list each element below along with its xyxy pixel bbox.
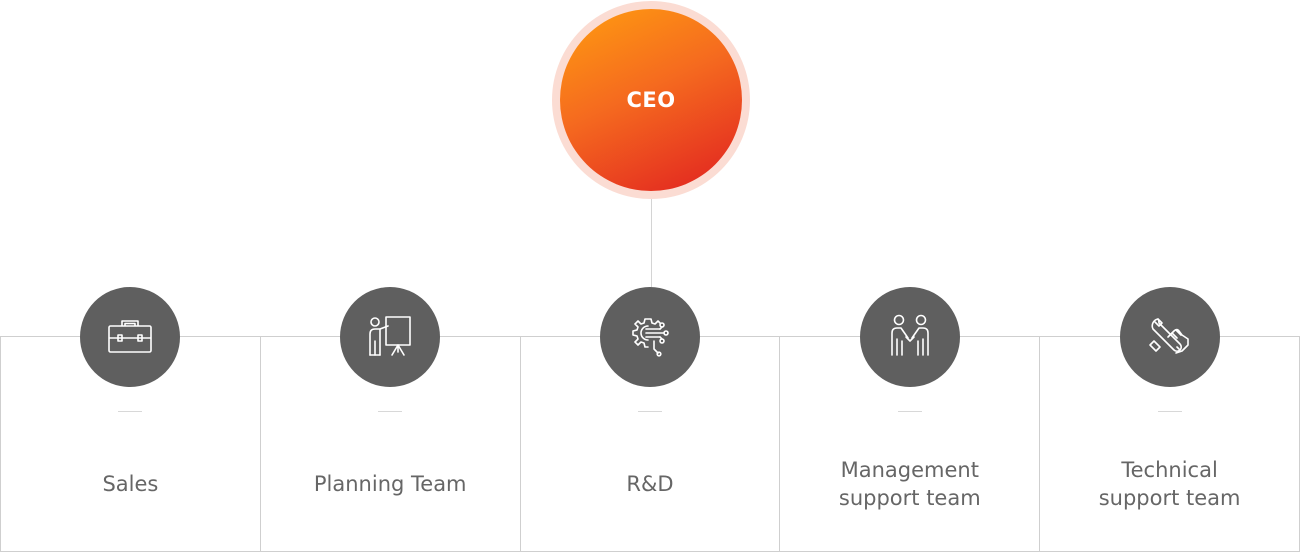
department-sales: Sales	[0, 287, 261, 552]
ceo-node: CEO	[560, 9, 742, 191]
divider-dash	[118, 411, 143, 412]
divider-dash	[1157, 411, 1182, 412]
department-r-and-d: R&D	[520, 287, 781, 552]
department-label: R&D	[626, 472, 674, 496]
briefcase-icon	[80, 287, 181, 387]
department-row: Sales Planning Team	[0, 287, 1300, 552]
divider-dash	[637, 411, 662, 412]
handshake-people-icon	[859, 287, 960, 387]
gear-circuit-icon	[599, 287, 700, 387]
department-management-support-team: Management support team	[780, 287, 1041, 552]
divider-dash	[897, 411, 922, 412]
department-label: Management support team	[838, 458, 981, 510]
department-label: Sales	[102, 472, 159, 496]
ceo-label: CEO	[626, 88, 676, 112]
ceo-connector-line	[651, 199, 652, 287]
department-technical-support-team: Technical support team	[1040, 287, 1300, 552]
divider-dash	[378, 411, 403, 412]
department-label: Planning Team	[313, 472, 467, 496]
presentation-icon	[340, 287, 441, 387]
department-label: Technical support team	[1098, 458, 1241, 510]
department-planning-team: Planning Team	[260, 287, 521, 552]
wrench-hand-icon	[1119, 287, 1220, 387]
